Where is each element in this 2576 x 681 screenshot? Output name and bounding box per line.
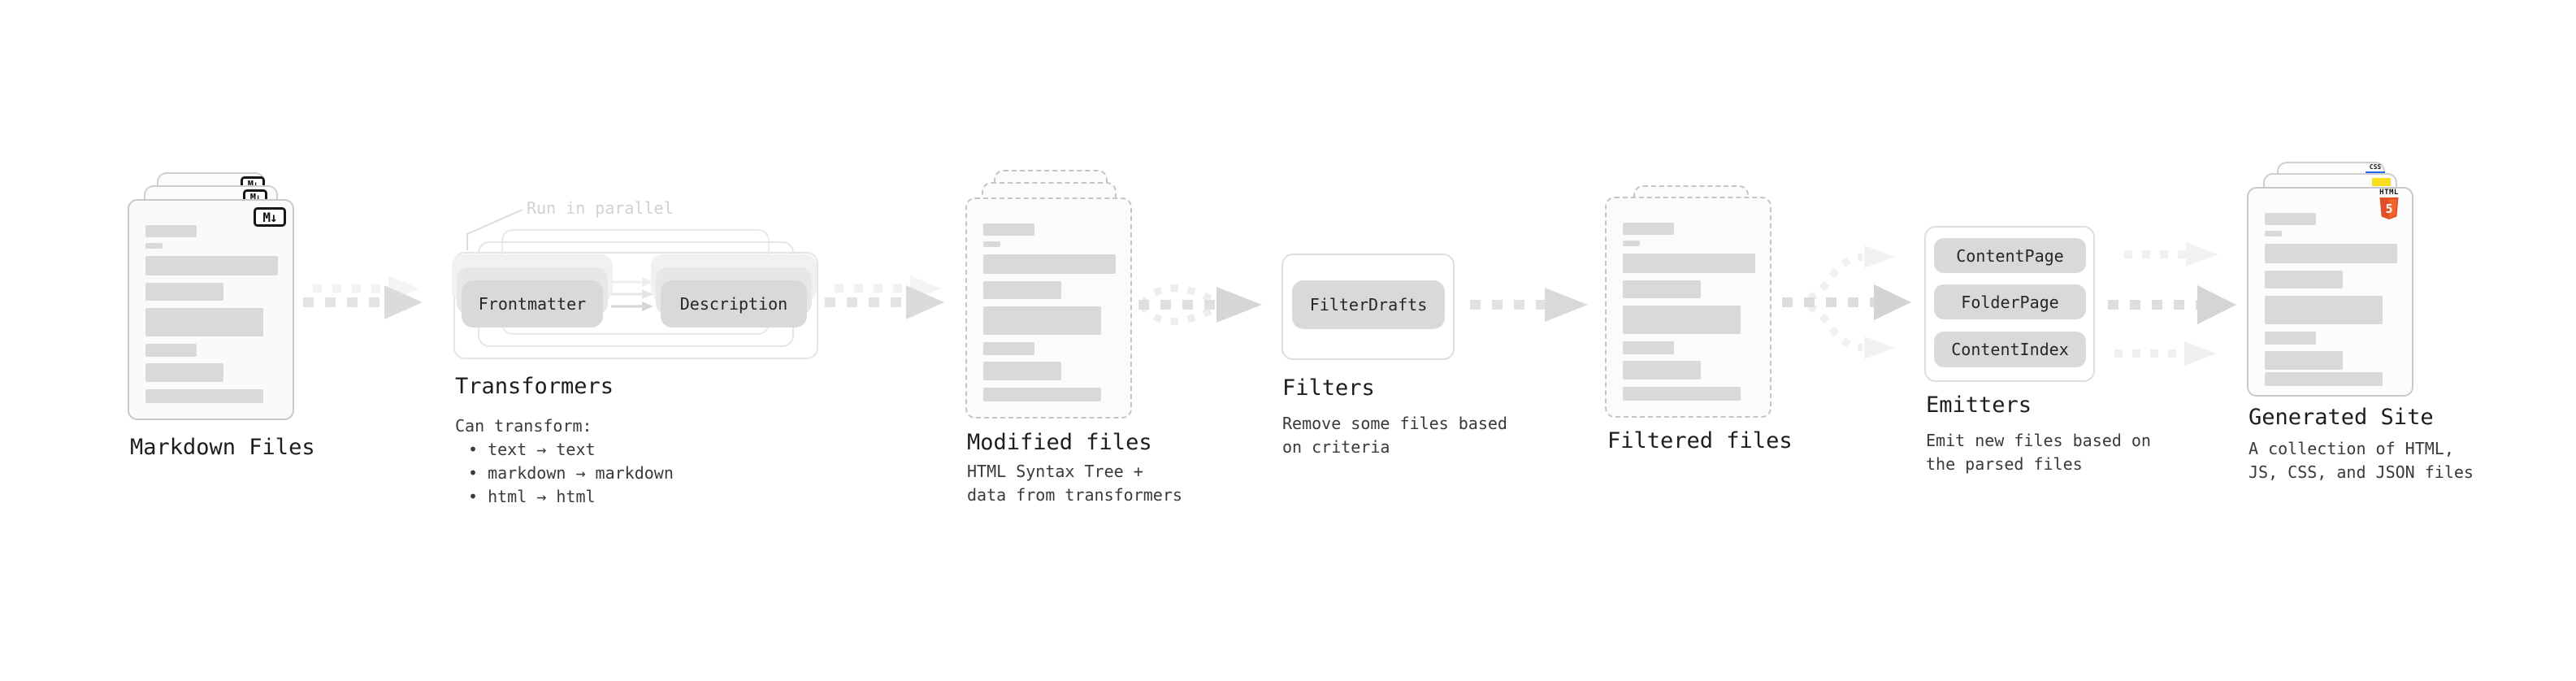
doc-line <box>2265 244 2397 263</box>
desc-line: Emit new files based on <box>1926 431 2151 450</box>
css-icon-label: CSS <box>2369 163 2382 171</box>
doc-page <box>2247 187 2413 397</box>
doc-line <box>983 362 1061 380</box>
node-title-modified-files: Modified files <box>967 430 1152 455</box>
css-icon: CSS <box>2366 164 2385 174</box>
desc-bullet: • html → html <box>468 487 596 506</box>
css-icon-bar <box>2366 171 2385 174</box>
node-title-markdown-files: Markdown Files <box>130 435 315 460</box>
transformer-frame-front <box>453 252 818 359</box>
doc-line <box>1623 280 1701 298</box>
node-title-emitters: Emitters <box>1926 393 2032 418</box>
doc-line <box>1623 241 1640 246</box>
run-in-parallel-annotation: Run in parallel <box>527 198 674 218</box>
node-title-filters: Filters <box>1282 375 1375 401</box>
flow-arrow-emitters-to-site <box>2108 242 2236 366</box>
flow-arrow-filters-to-filtered <box>1470 288 1588 322</box>
node-desc-emitters: Emit new files based on the parsed files <box>1926 429 2151 476</box>
doc-line <box>2265 296 2383 324</box>
html5-shield: 5 <box>2379 197 2399 219</box>
flow-arrow-modified-to-filters <box>1138 284 1262 325</box>
step-arrows-icon <box>611 277 653 311</box>
flow-arrow-filtered-to-emitters <box>1782 245 1911 359</box>
desc-line: data from transformers <box>967 485 1182 505</box>
flow-arrow-transformers-to-modified <box>825 275 944 319</box>
desc-line: the parsed files <box>1926 454 2083 474</box>
doc-line <box>983 306 1101 335</box>
doc-page <box>965 197 1132 419</box>
doc-line <box>145 344 197 357</box>
desc-line: JS, CSS, and JSON files <box>2249 462 2474 482</box>
node-title-transformers: Transformers <box>455 374 614 399</box>
doc-line <box>145 256 278 275</box>
doc-line <box>145 363 223 382</box>
doc-line <box>145 389 263 403</box>
doc-line <box>1623 387 1741 401</box>
doc-line <box>145 283 223 301</box>
doc-page <box>128 199 294 420</box>
desc-line: on criteria <box>1282 437 1390 457</box>
emitter-pill: ContentPage <box>1934 238 2086 273</box>
node-desc-modified-files: HTML Syntax Tree + data from transformer… <box>967 460 1182 507</box>
doc-line <box>145 308 263 336</box>
doc-line <box>1623 254 1755 273</box>
transformer-step-pill: Frontmatter <box>462 280 603 327</box>
doc-line <box>983 388 1101 401</box>
doc-line <box>983 254 1116 274</box>
node-desc-transformers: Can transform: • text → text • markdown … <box>455 414 674 509</box>
doc-line <box>2265 332 2316 345</box>
doc-line <box>983 281 1061 299</box>
desc-bullet: • markdown → markdown <box>468 463 674 483</box>
svg-text:5: 5 <box>2385 202 2392 216</box>
emitter-pill: FolderPage <box>1934 284 2086 319</box>
doc-line <box>983 223 1034 236</box>
doc-line <box>2265 271 2343 288</box>
doc-line <box>1623 306 1741 334</box>
doc-line <box>2265 213 2316 225</box>
annotation-callout-line <box>466 209 523 250</box>
doc-line <box>1623 361 1701 380</box>
html5-icon: HTML 5 <box>2379 189 2400 219</box>
doc-line <box>2265 351 2343 370</box>
js-icon <box>2372 178 2391 186</box>
flow-arrow-markdown-to-transformers <box>303 275 423 319</box>
desc-line: Remove some files based <box>1282 414 1507 433</box>
doc-line <box>2265 372 2383 386</box>
desc-line: A collection of HTML, <box>2249 439 2454 458</box>
doc-line <box>1623 341 1674 354</box>
doc-line <box>145 225 197 237</box>
node-desc-generated-site: A collection of HTML, JS, CSS, and JSON … <box>2249 437 2474 484</box>
doc-line <box>145 243 163 249</box>
markdown-icon: M↓ <box>254 207 286 227</box>
html5-icon-label: HTML <box>2379 189 2399 197</box>
doc-line <box>983 342 1034 355</box>
doc-line <box>983 241 1000 247</box>
desc-bullet: • text → text <box>468 440 596 459</box>
desc-line: HTML Syntax Tree + <box>967 462 1143 481</box>
desc-line: Can transform: <box>455 416 592 436</box>
node-title-filtered-files: Filtered files <box>1607 428 1793 453</box>
doc-page <box>1605 197 1772 418</box>
filter-pill: FilterDrafts <box>1292 280 1445 329</box>
node-title-generated-site: Generated Site <box>2249 405 2434 430</box>
emitter-pill: ContentIndex <box>1934 332 2086 367</box>
transformer-step-pill: Description <box>661 280 807 327</box>
doc-line <box>2265 231 2282 236</box>
doc-line <box>1623 223 1674 235</box>
node-desc-filters: Remove some files based on criteria <box>1282 412 1507 459</box>
